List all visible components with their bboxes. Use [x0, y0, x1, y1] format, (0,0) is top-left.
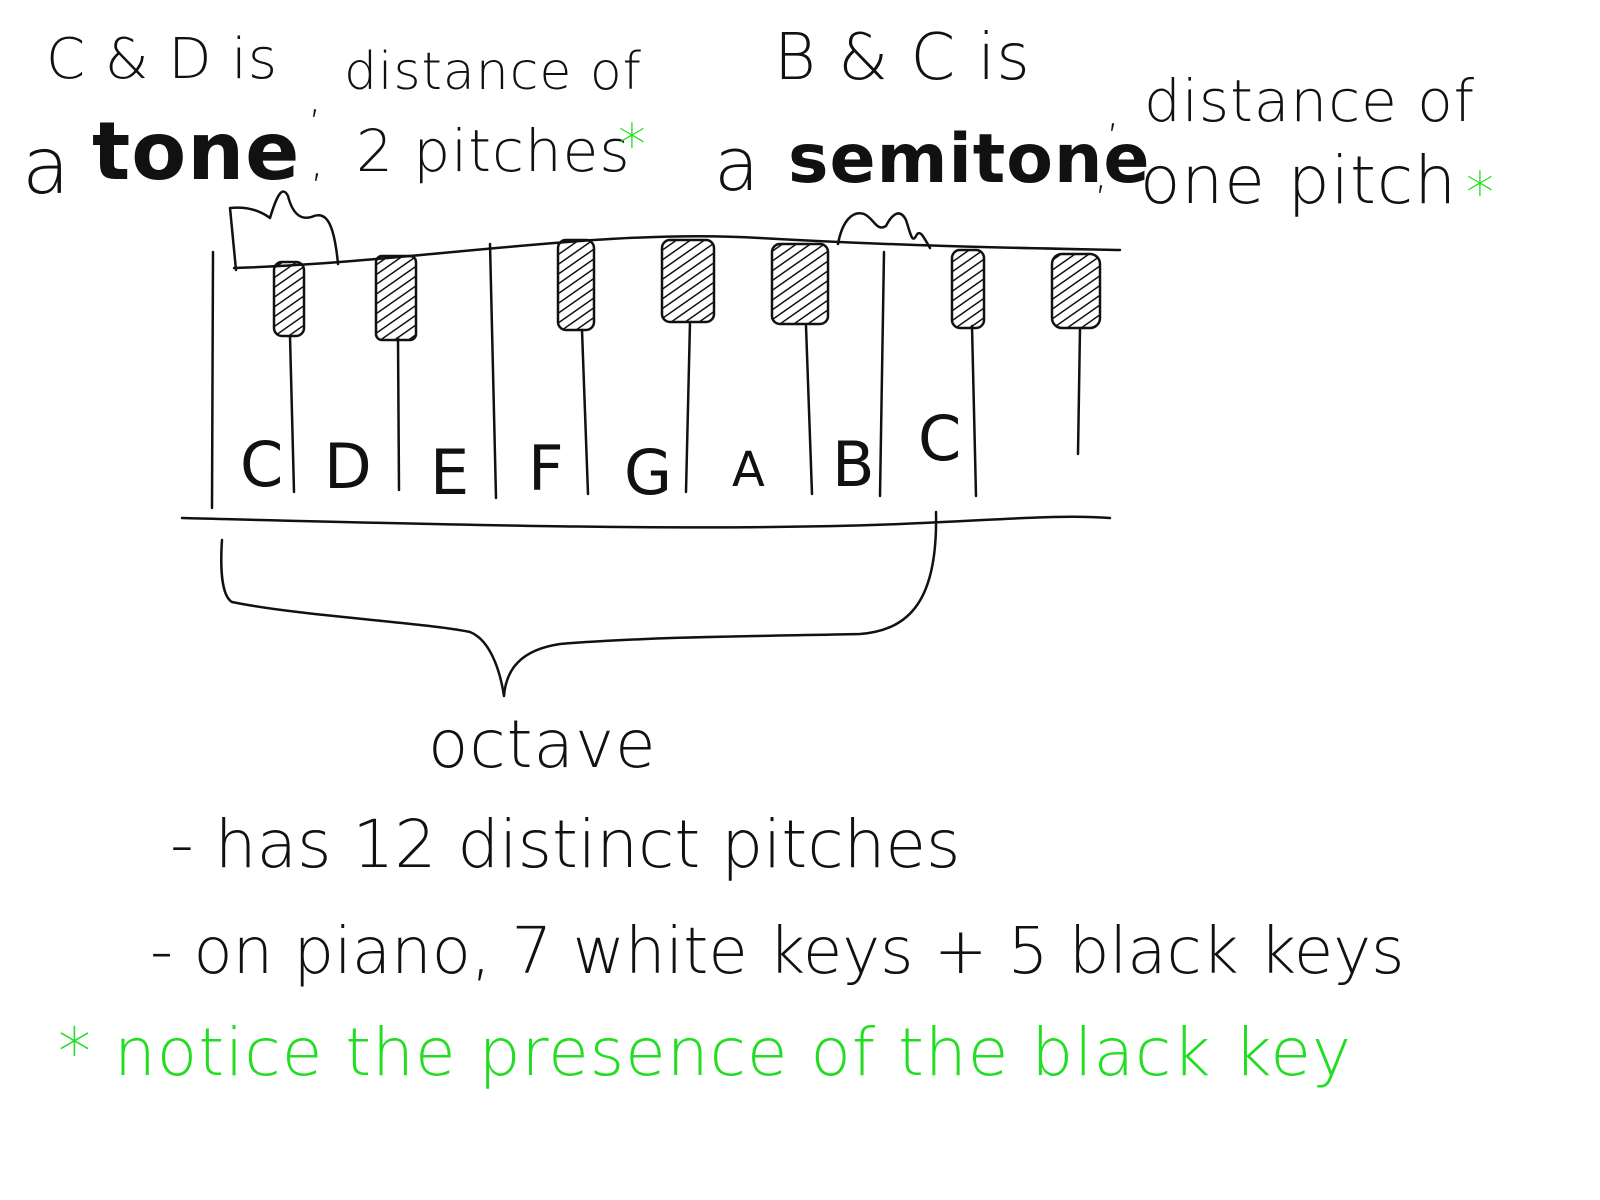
tone-heading: C & D is	[46, 27, 279, 92]
semitone-comma-1: ,	[1106, 86, 1121, 137]
white-key-label: A	[732, 442, 765, 498]
keyboard-bottom-edge	[180, 515, 1112, 529]
white-key-label: G	[624, 436, 672, 509]
semitone-asterisk: *	[1466, 161, 1495, 226]
black-key	[770, 242, 830, 326]
semitone-word: semitone	[788, 120, 1151, 199]
key-divider	[684, 320, 692, 494]
tone-comma-2: ,	[310, 136, 325, 187]
white-key-label: F	[528, 432, 564, 505]
semitone-heading: B & C is	[774, 21, 1031, 95]
white-key-label: C	[240, 428, 283, 501]
tone-asterisk: *	[618, 113, 647, 178]
keyboard-left-edge	[210, 250, 215, 510]
tone-pitches-label: 2 pitches	[356, 117, 631, 185]
key-divider	[396, 336, 401, 492]
key-divider	[1076, 326, 1082, 456]
key-divider	[878, 250, 886, 498]
tone-distance-label: distance of	[344, 42, 642, 102]
tone-word: tone	[92, 105, 301, 198]
footnote: * notice the presence of the black key	[58, 1014, 1353, 1091]
semitone-bracket	[836, 212, 932, 250]
tone-comma-1: ,	[308, 72, 323, 123]
black-key	[950, 248, 986, 330]
black-key	[272, 260, 306, 338]
tone-article: a	[22, 122, 71, 212]
white-key-label: E	[430, 436, 469, 509]
octave-brace	[220, 510, 938, 698]
white-key-label: B	[832, 428, 875, 501]
key-divider	[580, 328, 590, 496]
black-key	[1050, 252, 1102, 330]
key-divider	[804, 324, 814, 496]
white-key-label: D	[324, 430, 372, 503]
key-divider	[488, 242, 498, 500]
black-key	[660, 238, 716, 324]
octave-fact: - has 12 distinct pitches	[170, 806, 961, 883]
semitone-distance-label: distance of	[1144, 67, 1476, 135]
octave-label: octave	[428, 706, 657, 783]
semitone-article: a	[714, 122, 761, 208]
semitone-comma-2: ,	[1094, 148, 1109, 199]
key-divider	[288, 334, 296, 494]
semitone-pitches-label: one pitch	[1140, 142, 1458, 219]
black-key	[556, 238, 596, 332]
octave-fact: - on piano, 7 white keys + 5 black keys	[150, 915, 1405, 989]
tone-bracket	[228, 190, 340, 272]
black-key	[374, 254, 418, 342]
key-divider	[970, 324, 978, 498]
white-key-label: C	[918, 402, 961, 475]
